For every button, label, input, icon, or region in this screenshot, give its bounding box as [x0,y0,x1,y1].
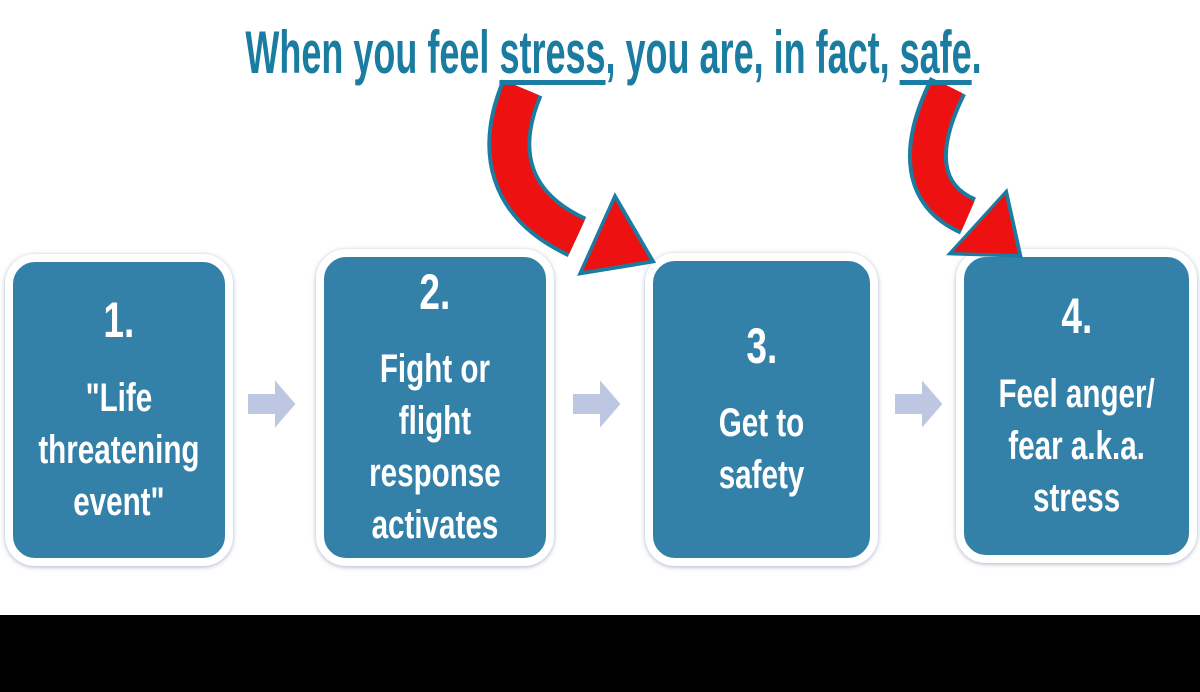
title-part: When you feel [245,19,500,86]
step-body: "Life threatening event" [38,375,200,524]
title-part: . [971,19,982,86]
flow-arrow-icon [244,372,301,436]
title-underlined-word-safe: safe [899,19,972,86]
title-underlined-word-stress: stress [499,19,606,86]
step-body: Get to safety [718,401,805,498]
curved-red-arrow-to-step3 [487,79,657,276]
step-number: 1. [103,292,135,349]
step-body: Feel anger/ fear a.k.a. stress [998,371,1155,520]
step-box-3: 3. Get to safety [645,253,878,566]
flow-arrow-icon [569,372,626,436]
step-box-1: 1. "Life threatening event" [5,254,233,566]
step-number: 3. [746,317,777,374]
step-number: 2. [419,263,451,320]
diagram-title-text: When you feel stress, you are, in fact, … [245,18,981,87]
step-body: Fight or flight response activates [369,347,501,548]
flow-arrow-icon [891,372,948,436]
step-box-2: 2. Fight or flight response activates [316,249,554,566]
step-number: 4. [1061,288,1092,345]
title-part: , you are, in fact, [605,19,900,86]
curved-red-arrow-to-step4 [908,77,1023,258]
diagram-title: When you feel stress, you are, in fact, … [0,18,1200,87]
bottom-black-bar [0,615,1200,692]
step-box-4: 4. Feel anger/ fear a.k.a. stress [956,249,1197,563]
